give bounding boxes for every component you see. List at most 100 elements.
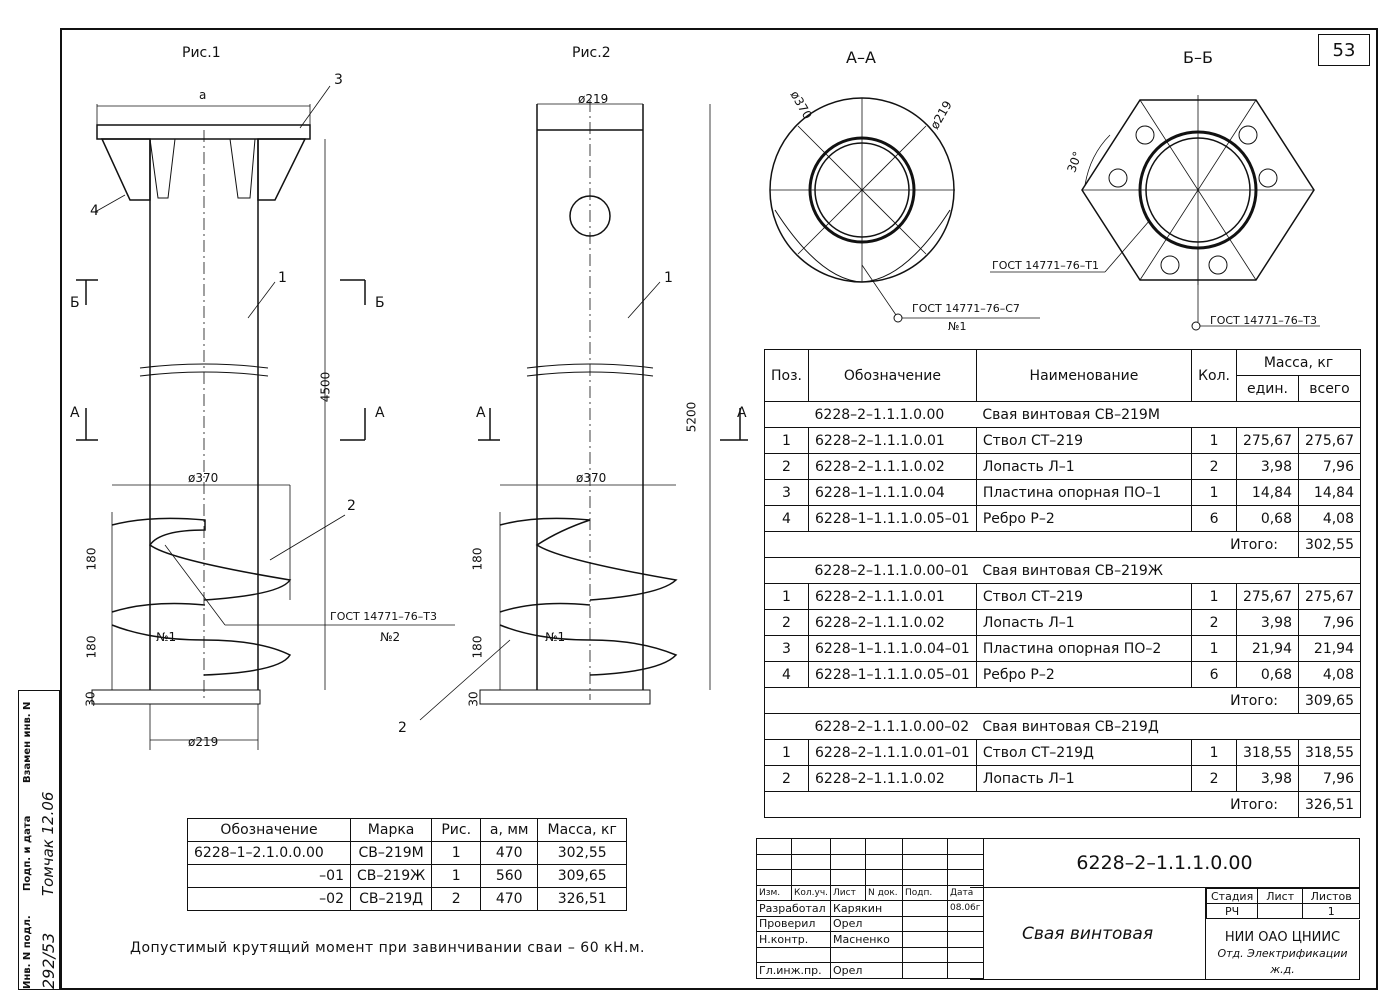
dim-180-d: 180 xyxy=(470,635,485,659)
weld-n1-fig2: №1 xyxy=(545,630,566,644)
role-person: Карякин xyxy=(830,900,904,917)
spec-cell-total-mass: 275,67 xyxy=(1298,427,1361,454)
title-block-cell xyxy=(790,838,832,855)
spec-cell-name: Лопасть Л–1 xyxy=(975,609,1193,636)
document-number: 6228–2–1.1.1.0.00 xyxy=(970,838,1360,888)
spec-group-header: 6228–2–1.1.1.0.00–02 Свая винтовая СВ–21… xyxy=(764,713,1362,740)
dim-30-fig2: 30 xyxy=(466,691,481,707)
spec-cell-unit-mass: 318,55 xyxy=(1236,739,1299,766)
role-label: Н.контр. xyxy=(755,931,832,948)
summary-cell: 302,55 xyxy=(537,841,628,865)
title-block-cell xyxy=(865,869,904,886)
role-person xyxy=(830,946,904,963)
spec-cell-unit-mass: 0,68 xyxy=(1236,661,1299,688)
fig1-title: Рис.1 xyxy=(182,45,221,61)
spec-header-unit: един. xyxy=(1236,375,1299,402)
title-block-cell xyxy=(756,838,792,855)
title-block-col-header: Кол.уч. xyxy=(790,884,832,901)
summary-header-cell: Рис. xyxy=(431,818,482,842)
spec-cell-qty: 1 xyxy=(1191,583,1237,610)
spec-cell-total-mass: 7,96 xyxy=(1298,765,1361,792)
title-block-role-row xyxy=(755,946,984,963)
summary-header-cell: a, мм xyxy=(480,818,539,842)
dim-180-c: 180 xyxy=(470,547,485,571)
weld-note-bb-t1: ГОСТ 14771–76–Т1 xyxy=(992,259,1099,272)
spec-group-header: 6228–2–1.1.1.0.00 Свая винтовая СВ–219М xyxy=(764,401,1362,428)
side-label-sign: Подп. и дата xyxy=(22,815,33,891)
spec-cell-total-mass: 7,96 xyxy=(1298,453,1361,480)
spec-header-mass: Масса, кг xyxy=(1236,349,1361,376)
spec-group-name: Свая винтовая СВ–219Д xyxy=(976,713,1362,740)
spec-cell-designation: 6228–1–1.1.1.0.04–01 xyxy=(808,635,977,662)
sheets-header: Листов xyxy=(1302,888,1361,904)
spec-cell-qty: 1 xyxy=(1191,739,1237,766)
spec-group-pos xyxy=(764,713,809,740)
spec-header-name: Наименование xyxy=(975,349,1193,402)
document-name: Свая винтовая xyxy=(970,888,1206,980)
dim-d370-fig2: ø370 xyxy=(576,471,607,485)
spec-total-label: Итого: xyxy=(764,687,1299,714)
spec-header-qty: Кол. xyxy=(1191,349,1237,402)
title-block-empty-row xyxy=(756,869,984,886)
spec-cell-unit-mass: 3,98 xyxy=(1236,765,1299,792)
spec-cell-qty: 2 xyxy=(1191,765,1237,792)
spec-cell-total-mass: 14,84 xyxy=(1298,479,1361,506)
spec-cell-qty: 6 xyxy=(1191,661,1237,688)
stage-value: РЧ xyxy=(1205,903,1259,919)
title-block-role-row: Н.контр. Масненко xyxy=(755,931,984,948)
spec-body: 6228–2–1.1.1.0.00 Свая винтовая СВ–219М 1… xyxy=(764,401,1362,818)
title-block-role-row: Гл.инж.пр. Орел xyxy=(755,962,984,979)
spec-header-pos: Поз. xyxy=(764,349,809,402)
title-block-col-header: Изм. xyxy=(756,884,792,901)
spec-cell-pos: 1 xyxy=(764,739,809,766)
title-block-cell xyxy=(865,853,904,870)
weld-note-aa: ГОСТ 14771–76–С7 xyxy=(912,302,1020,315)
side-label-replace: Взамен инв. N xyxy=(22,701,33,783)
spec-cell-unit-mass: 0,68 xyxy=(1236,505,1299,532)
dim-d370-fig1: ø370 xyxy=(188,471,219,485)
role-signature xyxy=(902,946,949,963)
summary-header-cell: Марка xyxy=(349,818,433,842)
dim-30-fig1: 30 xyxy=(83,691,98,707)
drawing-frame xyxy=(60,28,1378,990)
section-aa-title: А–А xyxy=(846,48,876,67)
spec-cell-designation: 6228–2–1.1.1.0.02 xyxy=(808,609,977,636)
spec-cell-pos: 1 xyxy=(764,583,809,610)
spec-cell-unit-mass: 275,67 xyxy=(1236,427,1299,454)
title-block-cell xyxy=(830,838,867,855)
spec-total-label: Итого: xyxy=(764,791,1299,818)
sheet-value xyxy=(1257,903,1304,919)
spec-cell-pos: 2 xyxy=(764,765,809,792)
spec-cell-pos: 4 xyxy=(764,505,809,532)
role-label: Разработал xyxy=(755,900,832,917)
summary-cell: –01 xyxy=(187,864,351,888)
spec-total-label: Итого: xyxy=(764,531,1299,558)
spec-cell-qty: 6 xyxy=(1191,505,1237,532)
title-block-cell xyxy=(790,869,832,886)
spec-total-row: Итого: 309,65 xyxy=(764,687,1361,714)
fig1-pile xyxy=(76,85,455,750)
callout-2-fig1: 2 xyxy=(347,498,356,514)
mark-a-left: А xyxy=(70,405,80,421)
weld-note-aa-n: №1 xyxy=(948,320,967,333)
summary-cell: 470 xyxy=(480,887,539,911)
mark-b-right: Б xyxy=(375,295,385,311)
spec-cell-designation: 6228–2–1.1.1.0.02 xyxy=(808,453,977,480)
sheet-number: 53 xyxy=(1318,34,1370,66)
summary-cell: 470 xyxy=(480,841,539,865)
spec-cell-qty: 2 xyxy=(1191,609,1237,636)
dim-180-b: 180 xyxy=(84,635,99,659)
role-person: Масненко xyxy=(830,931,904,948)
spec-cell-qty: 1 xyxy=(1191,479,1237,506)
callout-3: 3 xyxy=(334,72,343,88)
spec-cell-name: Ствол СТ–219Д xyxy=(975,739,1193,766)
spec-total-row: Итого: 302,55 xyxy=(764,531,1361,558)
